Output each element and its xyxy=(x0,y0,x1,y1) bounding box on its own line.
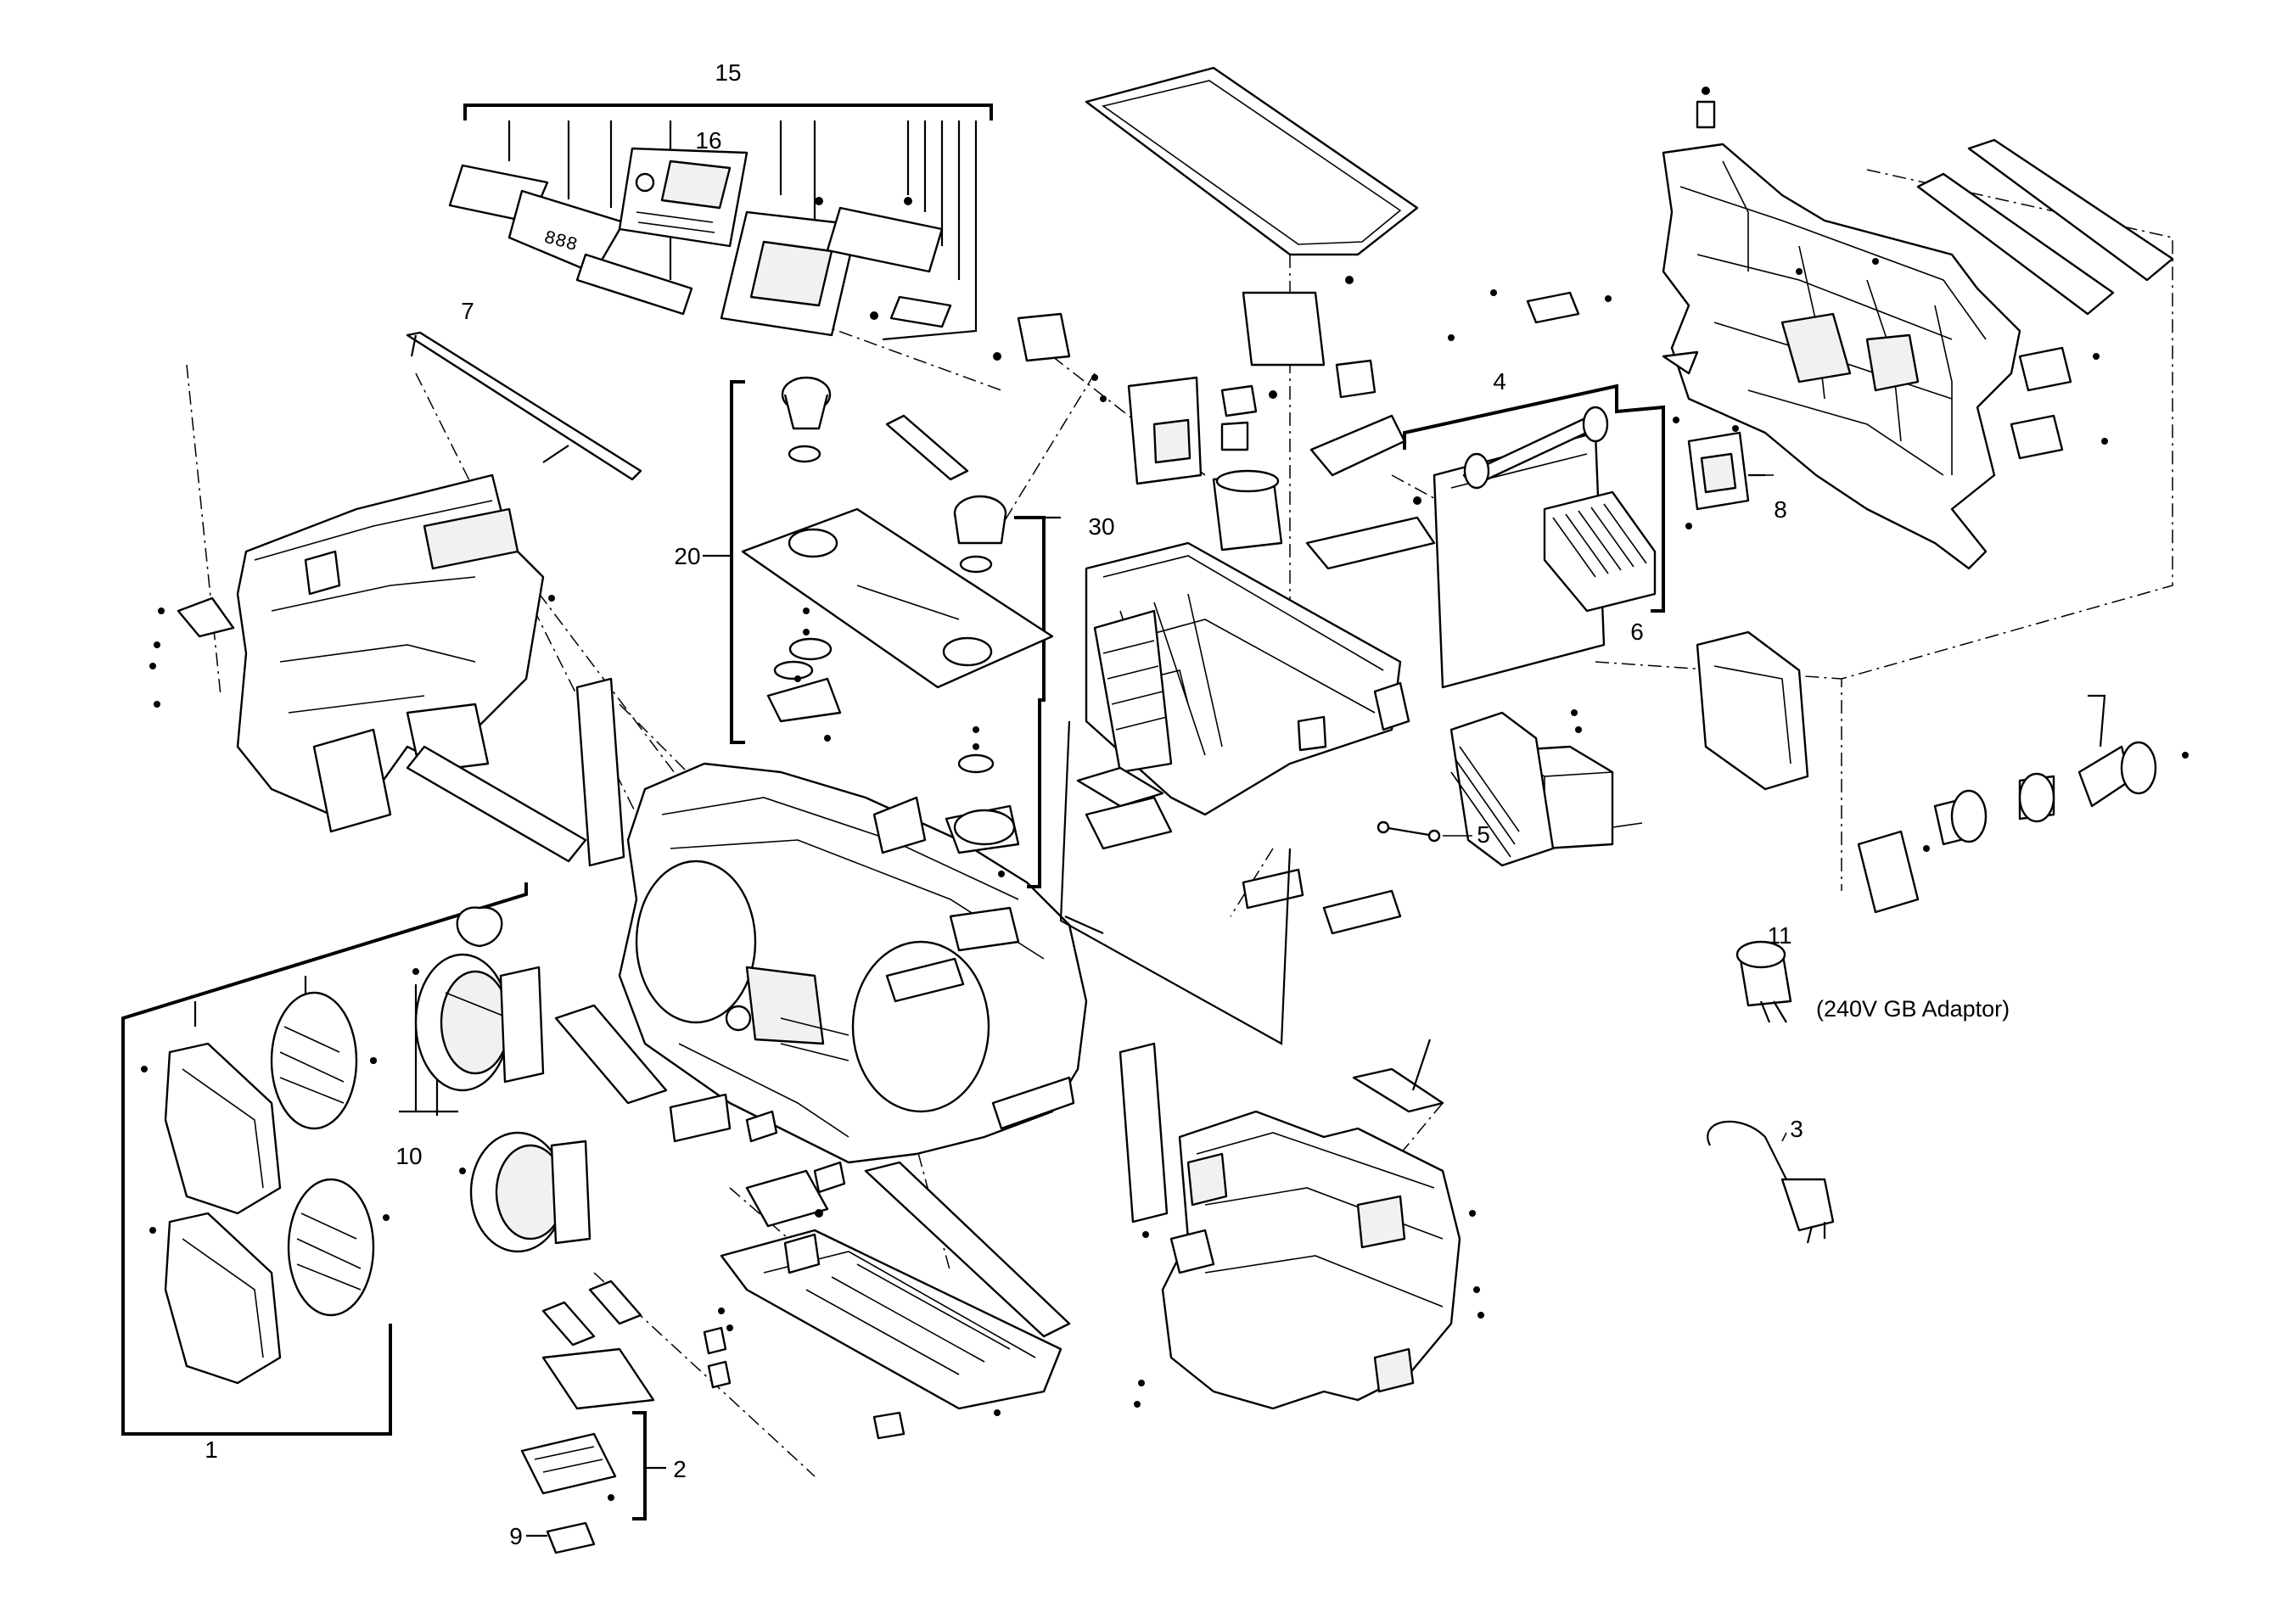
adaptor-note: (240V GB Adaptor) xyxy=(1816,996,2010,1022)
callout-10: 10 xyxy=(395,1143,422,1169)
power-cord xyxy=(1707,1120,1835,1244)
callout-6: 6 xyxy=(1630,619,1644,645)
callout-9: 9 xyxy=(509,1523,523,1549)
cable-5 xyxy=(1376,820,1441,843)
callout-4: 4 xyxy=(1493,368,1506,395)
foam-ring xyxy=(456,906,503,948)
center-column xyxy=(1059,720,1402,1224)
speaker-grille-bottom xyxy=(287,1178,375,1317)
handle-bar xyxy=(1967,138,2174,282)
battery-terminal-group xyxy=(993,276,1436,570)
left-post xyxy=(406,677,625,867)
front-badge-and-lower xyxy=(554,1004,846,1228)
module-8 xyxy=(1685,431,1765,529)
callout-3: 3 xyxy=(1790,1116,1803,1142)
callout-1: 1 xyxy=(205,1436,218,1463)
center-frame xyxy=(1085,541,1410,816)
callout-20: 20 xyxy=(674,543,700,569)
speaker-grille-top xyxy=(270,991,358,1130)
callout-labels: 15 16 7 20 30 4 8 6 5 11 (240V GB Adapto… xyxy=(205,59,2010,1549)
callout-5: 5 xyxy=(1477,821,1490,848)
panel-plate xyxy=(826,206,944,273)
power-socket-parts xyxy=(1857,694,2189,914)
bracket-20 xyxy=(730,380,745,744)
bracket-30 xyxy=(1014,516,1046,888)
bracket-15 xyxy=(463,104,993,120)
heat-sink xyxy=(1543,490,1657,613)
speaker-bezels xyxy=(121,882,528,1436)
leader-lines xyxy=(1443,474,1787,1142)
terminal-block xyxy=(1242,291,1326,367)
main-housing xyxy=(618,762,1088,1164)
callout-2: 2 xyxy=(673,1456,687,1482)
callout-7: 7 xyxy=(461,298,474,324)
lower-right-housing xyxy=(1134,1039,1484,1410)
battery-clip xyxy=(520,1432,617,1495)
callout-30: 30 xyxy=(1088,513,1114,540)
speaker-bezel-top xyxy=(164,1042,282,1215)
socket-cover xyxy=(1857,830,1920,914)
label-9 xyxy=(546,1521,596,1554)
display-panel-group: 888 xyxy=(448,104,993,341)
lcd-bracket xyxy=(575,253,693,316)
bracket-4 xyxy=(1403,384,1665,613)
callout-16: 16 xyxy=(695,127,721,154)
rear-housing xyxy=(1448,87,2174,570)
grille-panel xyxy=(1449,711,1555,867)
callout-15: 15 xyxy=(715,59,741,86)
gb-adaptor xyxy=(1735,940,1792,1023)
side-rail xyxy=(864,1161,1071,1338)
top-cover-plate xyxy=(1085,66,1419,256)
knob-group xyxy=(703,376,1061,888)
foam-pad xyxy=(1305,516,1436,570)
speaker-cutout-left xyxy=(635,860,757,1024)
transformer-group xyxy=(1449,630,1809,867)
battery-door xyxy=(541,1347,655,1410)
speaker-drivers xyxy=(370,906,592,1253)
front-badge xyxy=(554,1004,668,1105)
bracket-2 xyxy=(632,1411,647,1520)
rod-7 xyxy=(406,331,642,481)
speaker-bezel-bottom xyxy=(164,1212,282,1385)
angle-bracket xyxy=(1309,414,1406,477)
callout-8: 8 xyxy=(1774,496,1787,523)
bracket-1 xyxy=(121,882,528,1436)
callout-11: 11 xyxy=(1767,922,1791,949)
bottom-tray xyxy=(703,1161,1071,1440)
left-top-housing xyxy=(149,331,642,833)
transformer-housing xyxy=(1696,630,1809,791)
power-supply-group xyxy=(1403,384,1665,689)
batteries xyxy=(520,1280,666,1554)
